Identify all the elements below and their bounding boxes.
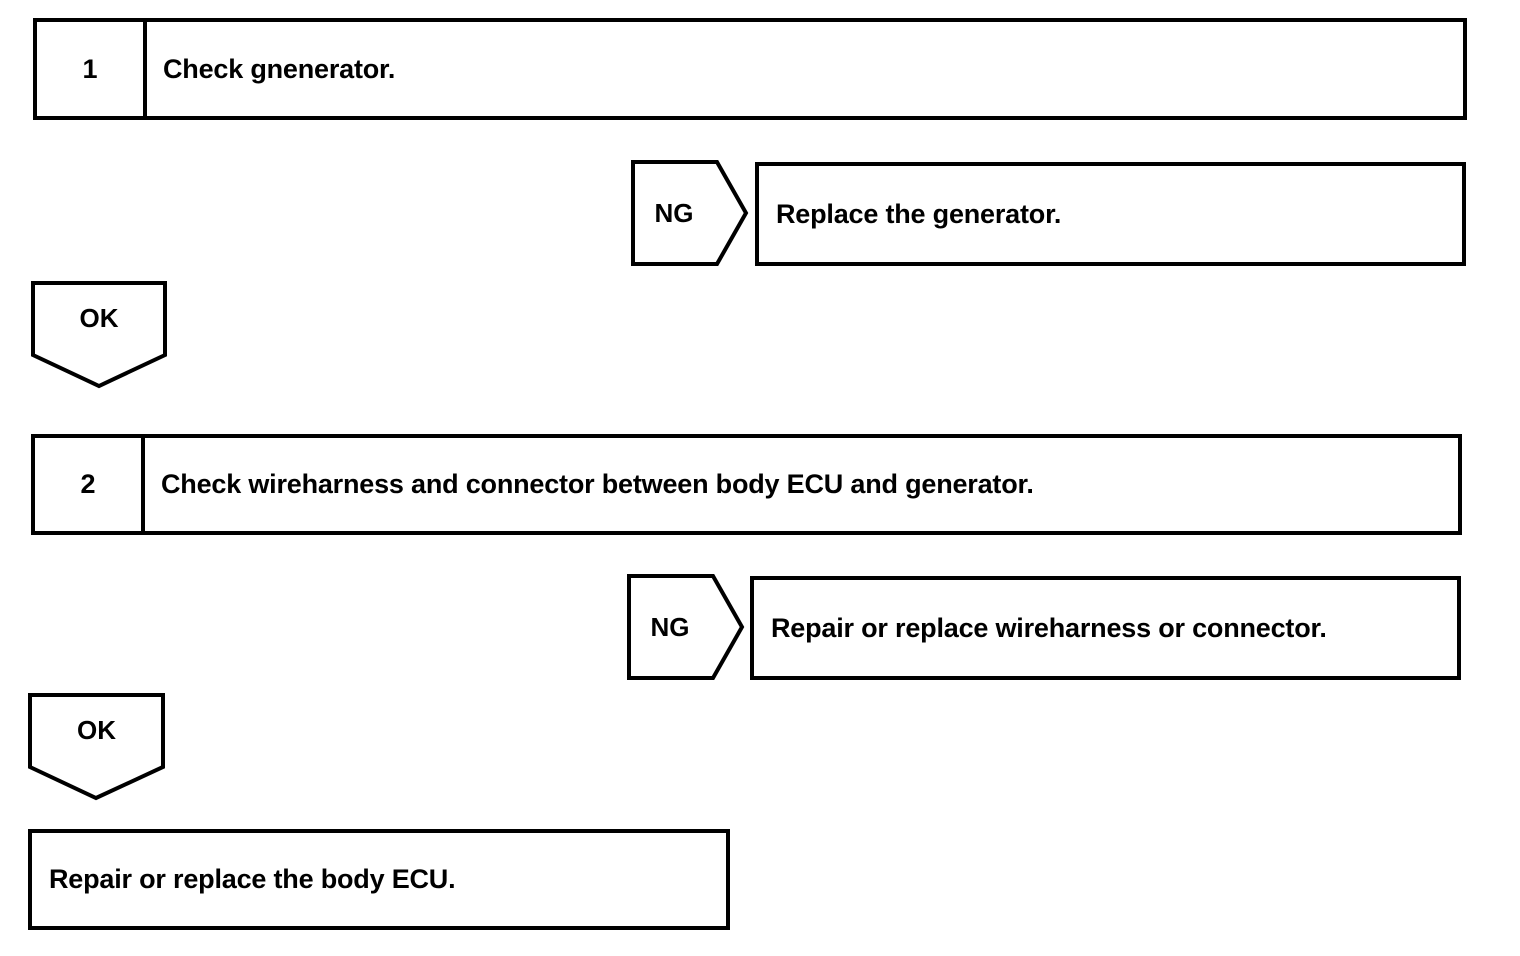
step-number-1: 1 xyxy=(37,22,147,116)
ng-arrow-1: NG xyxy=(631,160,749,266)
ng-label-1: NG xyxy=(654,197,694,228)
ng-label-2: NG xyxy=(650,611,690,642)
ng-pentagon-shape-2 xyxy=(627,574,745,680)
ok-pentagon-shape-2 xyxy=(28,693,165,801)
final-action-box: Repair or replace the body ECU. xyxy=(28,829,730,930)
ok-arrow-2: OK xyxy=(28,693,165,801)
ok-arrow-1: OK xyxy=(31,281,167,389)
ng-pentagon-shape-1 xyxy=(631,160,749,266)
ng-action-box-1: Replace the generator. xyxy=(755,162,1466,266)
step-box-2: 2 Check wireharness and connector betwee… xyxy=(31,434,1462,535)
ok-label-1: OK xyxy=(79,302,119,333)
step-text-2: Check wireharness and connector between … xyxy=(161,469,1034,499)
step-number-2: 2 xyxy=(35,438,145,531)
ok-label-2: OK xyxy=(77,714,116,745)
ok-pentagon-shape-1 xyxy=(31,281,167,389)
step-text-1: Check gnenerator. xyxy=(163,53,396,84)
ng-arrow-2: NG xyxy=(627,574,745,680)
step-box-1: 1 Check gnenerator. xyxy=(33,18,1467,120)
ng-action-box-2: Repair or replace wireharness or connect… xyxy=(750,576,1461,680)
